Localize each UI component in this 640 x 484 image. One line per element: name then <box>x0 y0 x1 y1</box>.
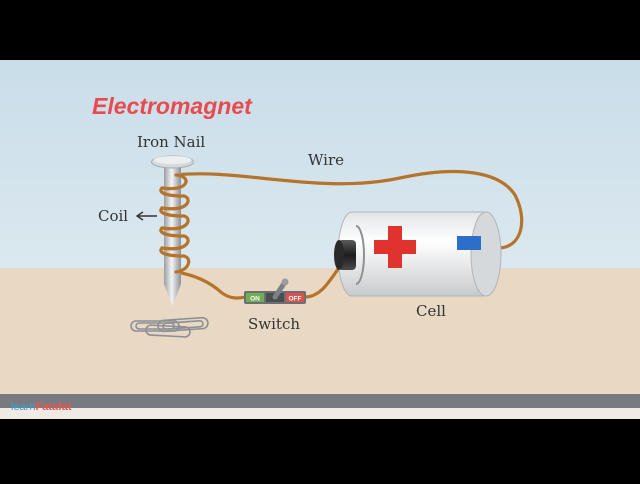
paper-clips-icon <box>130 316 209 338</box>
sky-background <box>0 60 640 268</box>
ground-background <box>0 268 640 394</box>
switch-off-text: OFF <box>289 296 302 303</box>
wire-label: Wire <box>308 151 344 169</box>
ground-strip <box>0 394 640 408</box>
wire-to-switch <box>174 270 248 300</box>
brand-learn: learn <box>11 401 36 413</box>
page-title: Electromagnet <box>92 93 252 119</box>
coil-label: Coil <box>98 207 129 225</box>
brand-logo: learnFatafat <box>11 401 72 413</box>
coil <box>159 173 191 274</box>
switch[interactable] <box>244 278 306 305</box>
brand-fatafat: Fatafat <box>35 401 72 413</box>
switch-label: Switch <box>248 315 301 333</box>
minus-sign-icon <box>457 236 481 250</box>
arrow-left-icon <box>135 211 157 221</box>
wire <box>174 169 524 250</box>
switch-on-text: ON <box>250 296 260 303</box>
cell-battery <box>334 211 502 297</box>
letterbox-top <box>0 0 640 60</box>
footer-band <box>0 408 640 419</box>
letterbox-bottom <box>0 419 640 480</box>
cell-label: Cell <box>416 302 446 320</box>
iron-nail-label: Iron Nail <box>137 133 206 151</box>
